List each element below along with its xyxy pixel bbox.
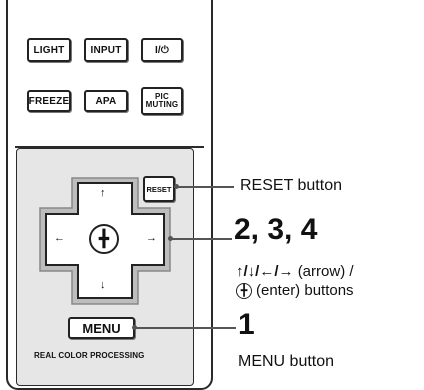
freeze-button[interactable]: FREEZE [27, 90, 71, 112]
dpad-svg [39, 177, 171, 305]
menu-button[interactable]: MENU [68, 317, 135, 339]
reset-callout-label: RESET button [240, 177, 342, 194]
light-button[interactable]: LIGHT [27, 38, 71, 62]
apa-button[interactable]: APA [84, 90, 128, 112]
real-color-processing-text: REAL COLOR PROCESSING [34, 351, 145, 360]
reset-leader-line [176, 186, 234, 188]
arrow-up-icon[interactable]: ↑ [100, 187, 106, 199]
dpad-leader-line [170, 238, 232, 240]
arrow-glyphs-icon: ↑/↓/←/→ [236, 263, 294, 280]
arrow-left-icon[interactable]: ← [54, 232, 65, 244]
arrow-buttons-label: ↑/↓/←/→ (arrow) / [236, 263, 354, 280]
menu-callout-label: MENU button [238, 353, 335, 370]
reset-leader-dot [174, 184, 179, 189]
enter-buttons-label: ╋ (enter) buttons [236, 282, 354, 299]
arrow-right-icon[interactable]: → [146, 232, 157, 244]
remote-divider [15, 146, 204, 148]
enter-icon[interactable]: ╋ [89, 224, 119, 254]
input-button[interactable]: INPUT [84, 38, 128, 62]
step-1-label: 1 [238, 308, 255, 341]
enter-glyph-icon: ╋ [236, 282, 252, 299]
menu-leader-line [134, 327, 236, 329]
reset-button[interactable]: RESET [143, 176, 175, 202]
menu-leader-dot [132, 325, 137, 330]
dpad-leader-dot [168, 236, 173, 241]
steps-2-3-4-label: 2, 3, 4 [234, 213, 318, 246]
power-button[interactable]: I/⏻ [141, 38, 183, 62]
arrow-down-icon[interactable]: ↓ [100, 279, 106, 291]
